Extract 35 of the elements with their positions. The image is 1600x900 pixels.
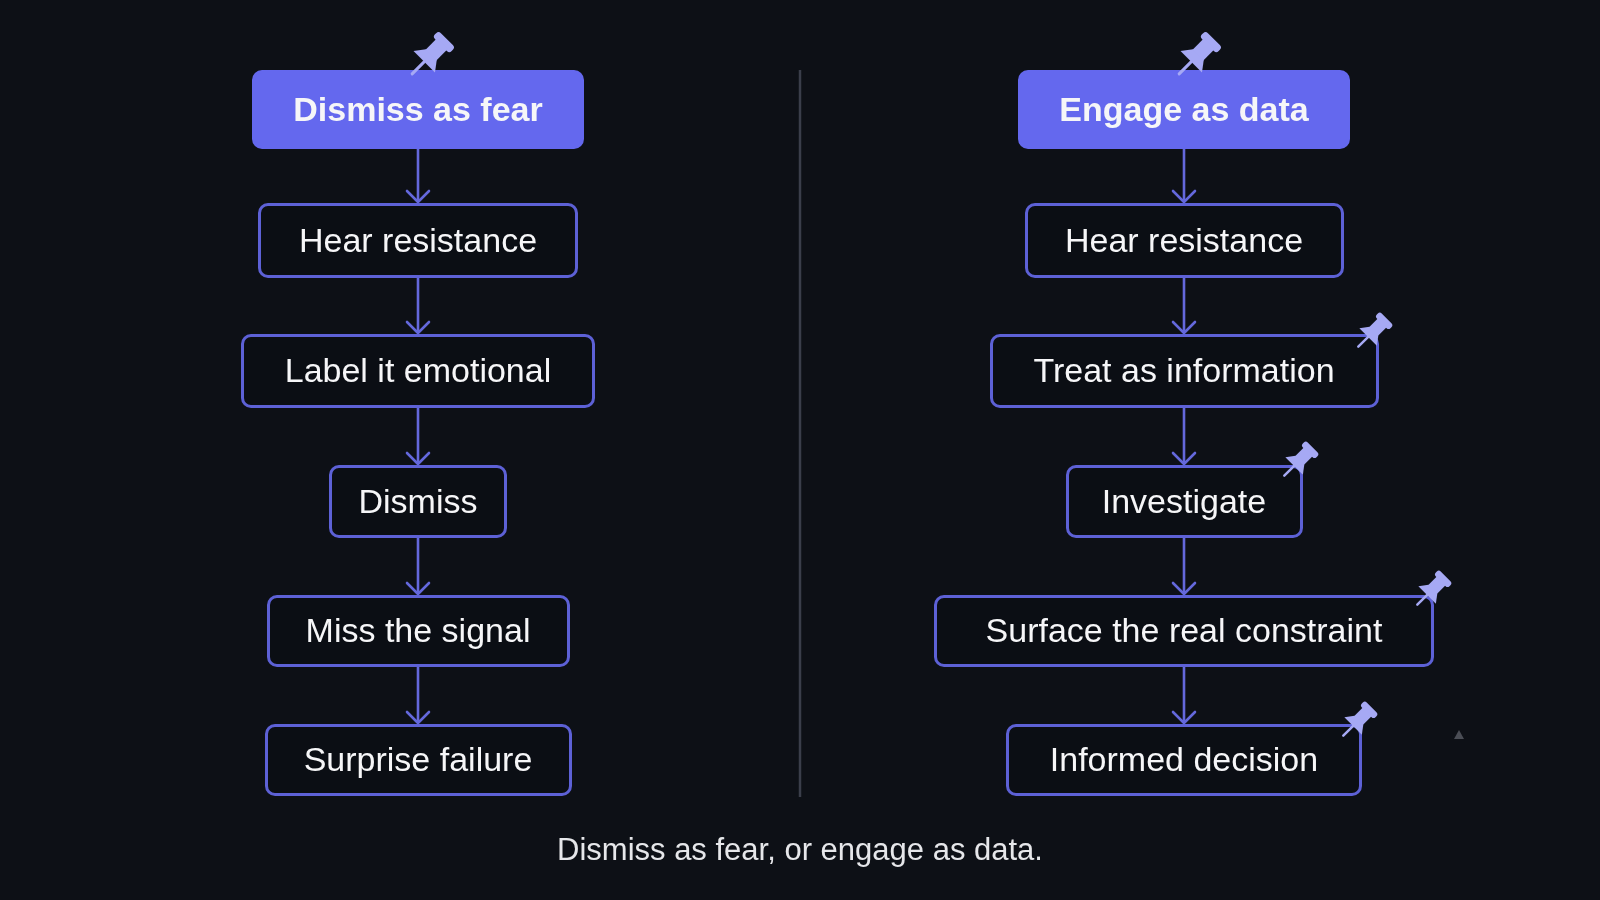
step-box <box>1024 203 1344 278</box>
step-box <box>241 334 595 408</box>
step-label: Hear resistance <box>1064 220 1304 261</box>
step-label: Treat as information <box>1033 351 1335 391</box>
arrow <box>405 538 431 596</box>
arrow <box>405 667 431 725</box>
header-label: Engage as data <box>1059 89 1309 130</box>
arrow <box>405 278 431 335</box>
step-box <box>258 203 578 278</box>
header-box <box>252 70 584 149</box>
header-label: Dismiss as fear <box>293 89 543 130</box>
step-label: Informed decision <box>1049 740 1319 780</box>
step-label: Hear resistance <box>298 220 538 261</box>
step-label: Miss the signal <box>305 611 531 651</box>
arrow <box>1171 278 1197 335</box>
caption: Dismiss as fear, or engage as data. <box>557 832 1043 867</box>
step-box <box>934 595 1434 667</box>
arrow <box>1171 408 1197 466</box>
arrow <box>1171 149 1197 204</box>
step-box <box>266 595 570 667</box>
step-box <box>1006 724 1362 796</box>
step-box <box>989 334 1379 408</box>
step-label: Investigate <box>1101 481 1267 522</box>
arrow <box>1171 667 1197 725</box>
step-box <box>1065 465 1303 538</box>
arrow <box>1171 538 1197 596</box>
arrow <box>405 149 431 204</box>
step-box <box>329 465 507 538</box>
step-label: Surface the real constraint <box>985 611 1383 651</box>
step-label: Dismiss <box>358 481 478 522</box>
step-label: Label it emotional <box>284 351 552 391</box>
step-label: Surprise failure <box>303 740 533 780</box>
header-box <box>1018 70 1350 149</box>
step-box <box>264 724 572 796</box>
arrow <box>405 408 431 466</box>
